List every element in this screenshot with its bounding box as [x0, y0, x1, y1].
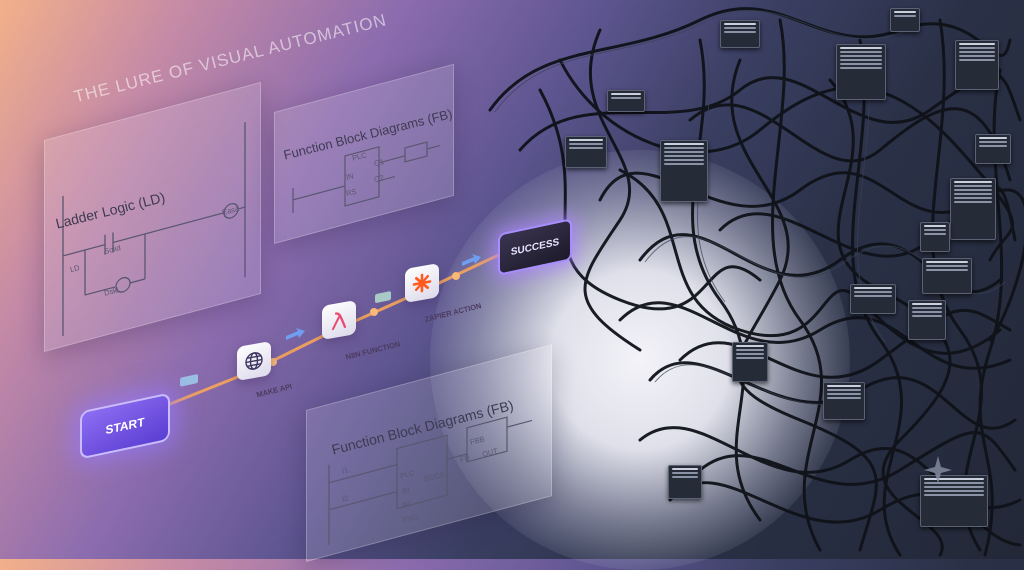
lambda-icon — [331, 312, 347, 331]
fb-bottom-diagram — [328, 416, 532, 545]
ladder-diagram — [62, 121, 246, 337]
n8n-function-node[interactable] — [322, 300, 356, 340]
globe-icon — [245, 352, 263, 370]
center-glow — [430, 150, 850, 570]
node-card[interactable] — [908, 300, 946, 340]
node-card[interactable] — [920, 475, 988, 527]
node-card[interactable] — [850, 284, 896, 314]
success-label: SUCCESS — [510, 236, 560, 258]
node-card[interactable] — [732, 342, 768, 382]
node-card[interactable] — [890, 8, 920, 32]
fb-top-diagram — [292, 141, 440, 214]
function-block-bottom-panel — [306, 344, 552, 562]
function-block-top-panel — [274, 63, 454, 244]
node-card[interactable] — [836, 44, 886, 100]
start-label: START — [105, 414, 145, 438]
node-card[interactable] — [950, 178, 996, 240]
node-card[interactable] — [975, 134, 1011, 164]
node-card[interactable] — [607, 90, 645, 112]
asterisk-icon — [412, 273, 432, 293]
node-card[interactable] — [955, 40, 999, 90]
node-card[interactable] — [668, 465, 702, 499]
node-card[interactable] — [565, 136, 607, 168]
sparkle-icon — [924, 456, 952, 484]
node-card[interactable] — [823, 382, 865, 420]
node-card[interactable] — [720, 20, 760, 48]
node-card[interactable] — [922, 258, 972, 294]
ladder-logic-panel — [44, 81, 261, 352]
make-api-node[interactable] — [237, 341, 271, 381]
zapier-action-node[interactable] — [405, 263, 439, 303]
node-card[interactable] — [920, 222, 950, 252]
node-card[interactable] — [660, 140, 708, 202]
